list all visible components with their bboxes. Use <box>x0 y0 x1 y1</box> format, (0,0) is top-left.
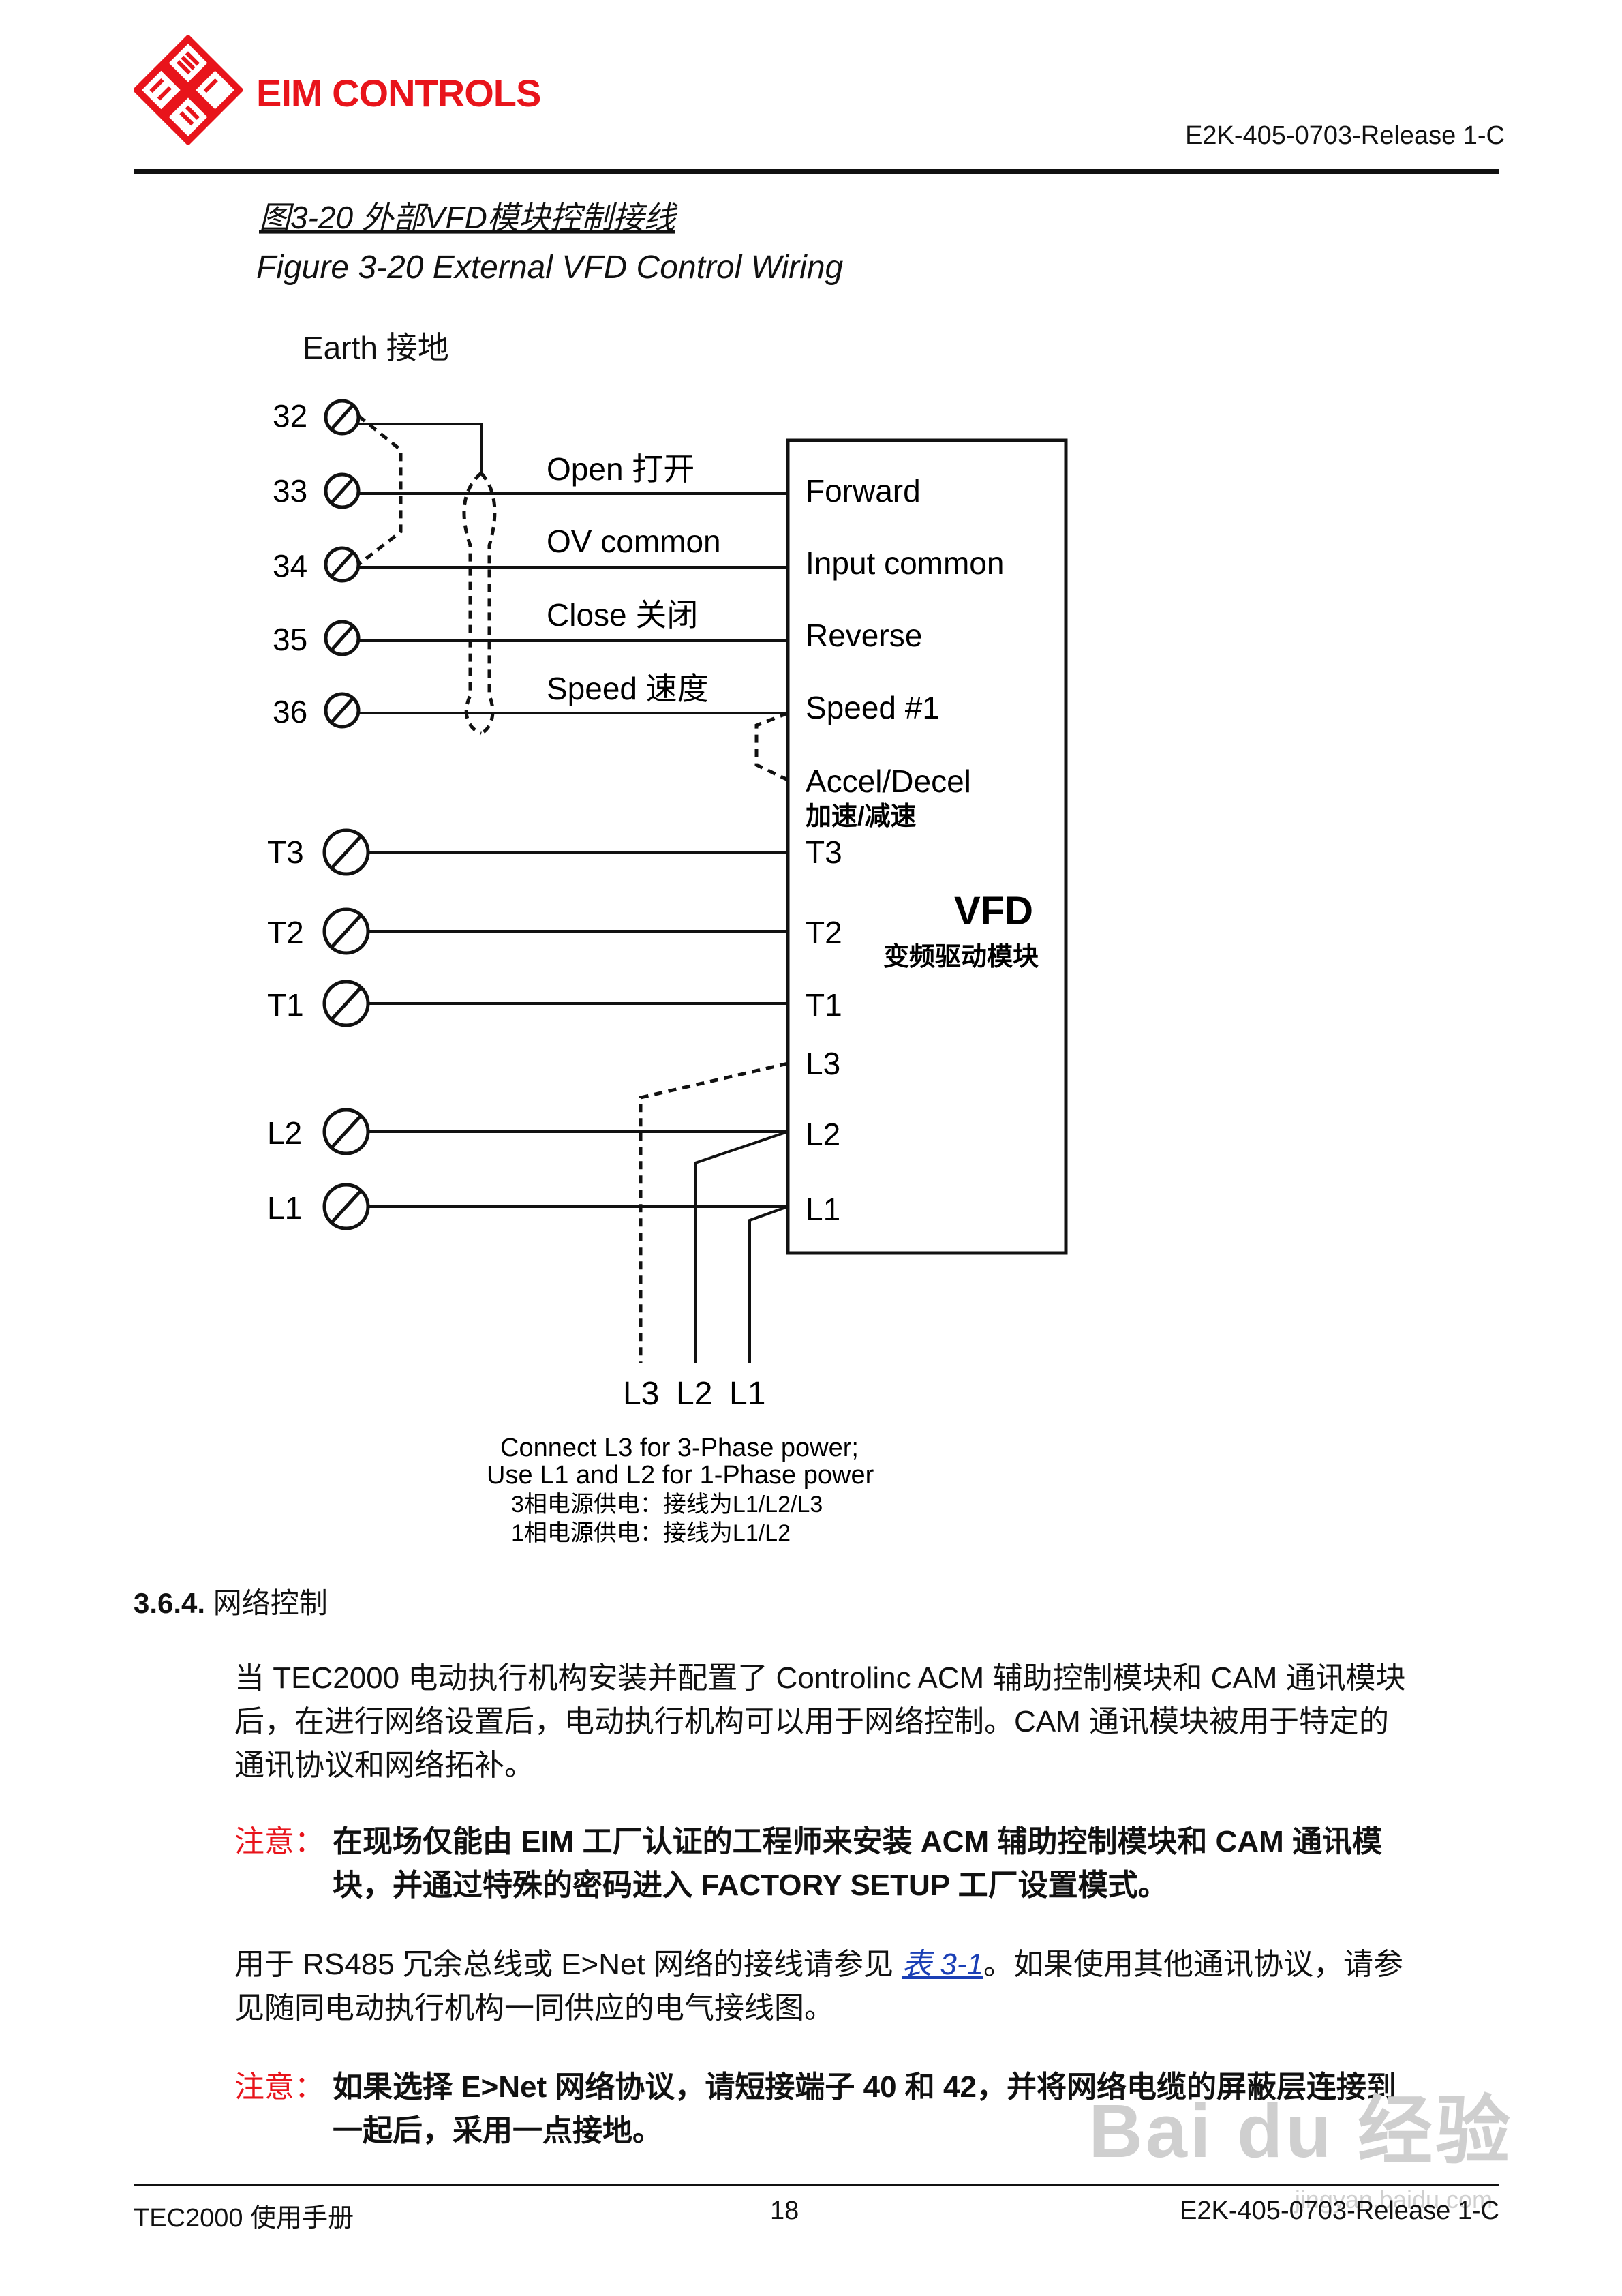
terminal-label: T1 <box>267 987 304 1023</box>
paragraph-rs485: 用于 RS485 冗余总线或 E>Net 网络的接线请参见 表 3-1。如果使用… <box>234 1943 1502 2030</box>
vfd-terminal-label: T2 <box>806 915 842 950</box>
paragraph-line: 当 TEC2000 电动执行机构安装并配置了 Controlinc ACM 辅助… <box>234 1661 1406 1695</box>
power-note-line: 1相电源供电：接线为L1/L2 <box>511 1520 791 1546</box>
vfd-input-accel-cn: 加速/减速 <box>806 802 917 831</box>
baidu-watermark-url: jingyan.baidu.com <box>1294 2186 1493 2214</box>
vfd-input-accel: Accel/Decel <box>806 764 971 799</box>
baidu-watermark: Bai du 经验 <box>1088 2089 1513 2173</box>
vfd-terminal-label: T1 <box>806 987 842 1023</box>
power-label-l1: L1 <box>729 1376 765 1412</box>
control-wires <box>358 423 789 1363</box>
brand-name: EIM CONTROLS <box>256 72 541 115</box>
terminal-label: L2 <box>267 1115 302 1151</box>
vfd-title: VFD <box>954 889 1033 933</box>
note-line: 在现场仅能由 EIM 工厂认证的工程师来安装 ACM 辅助控制模块和 CAM 通… <box>333 1825 1382 1858</box>
note-label: 注意： <box>234 2070 324 2104</box>
note-line: 如果选择 E>Net 网络协议，请短接端子 40 和 42，并将网络电缆的屏蔽层… <box>333 2070 1396 2104</box>
terminal-label: T3 <box>267 834 304 870</box>
vfd-subtitle: 变频驱动模块 <box>883 943 1039 971</box>
vfd-terminal-label: T3 <box>806 834 842 870</box>
paragraph-text: 用于 RS485 冗余总线或 E>Net 网络的接线请参见 <box>234 1948 902 1981</box>
terminal-label: 34 <box>273 548 307 584</box>
power-note-line: Use L1 and L2 for 1-Phase power <box>487 1461 874 1490</box>
note-line: 一起后，采用一点接地。 <box>333 2114 662 2147</box>
wire-label-speed: Speed 速度 <box>547 671 709 706</box>
paragraph-line: 通讯协议和网络拓补。 <box>234 1749 534 1782</box>
wire-label-ov-common: OV common <box>547 524 721 559</box>
paragraph-line: 后，在进行网络设置后，电动执行机构可以用于网络控制。CAM 通讯模块被用于特定的 <box>234 1705 1389 1738</box>
vfd-wiring-diagram: 图3-20 外部VFD模块控制接线 Figure 3-20 External V… <box>256 200 1068 1546</box>
terminal-label: L1 <box>267 1190 302 1226</box>
terminal-label: 32 <box>273 398 307 434</box>
vfd-terminal-label: L1 <box>806 1192 840 1227</box>
power-label-l3: L3 <box>623 1376 659 1412</box>
vfd-module-box <box>786 438 1068 1255</box>
paragraph-network-control: 当 TEC2000 电动执行机构安装并配置了 Controlinc ACM 辅助… <box>234 1657 1502 1787</box>
header-divider <box>134 169 1499 174</box>
paragraph-line: 见随同电动执行机构一同供应的电气接线图。 <box>234 1991 834 2025</box>
terminal-label: T2 <box>267 915 304 950</box>
footer-divider <box>134 2184 1499 2186</box>
footer-document-id: E2K-405-0703-Release 1-C <box>1180 2196 1499 2225</box>
section-number: 3.6.4. <box>134 1587 206 1619</box>
vfd-terminal-label: L2 <box>806 1117 840 1152</box>
footer-manual-title: TEC2000 使用手册 <box>134 2204 354 2233</box>
figure-title-cn: 图3-20 外部VFD模块控制接线 <box>259 200 678 235</box>
vfd-terminal-label: L3 <box>806 1046 840 1081</box>
note-install: 注意： 在现场仅能由 EIM 工厂认证的工程师来安装 ACM 辅助控制模块和 C… <box>234 1820 1502 1902</box>
screw-terminal-icon <box>322 399 370 1230</box>
page-number: 18 <box>770 2196 799 2225</box>
vfd-input-reverse: Reverse <box>806 618 922 653</box>
terminal-label: 33 <box>273 473 307 509</box>
eim-logo-icon <box>134 35 243 145</box>
section-title: 网络控制 <box>213 1587 328 1619</box>
table-3-1-link[interactable]: 表 3-1 <box>902 1948 983 1981</box>
dashed-wires <box>357 414 789 1363</box>
power-note-line: Connect L3 for 3-Phase power; <box>500 1434 859 1462</box>
power-label-l2: L2 <box>676 1376 712 1412</box>
note-enet: 注意： 如果选择 E>Net 网络协议，请短接端子 40 和 42，并将网络电缆… <box>234 2066 1502 2147</box>
note-line: 块，并通过特殊的密码进入 FACTORY SETUP 工厂设置模式。 <box>333 1869 1168 1902</box>
wire-label-close: Close 关闭 <box>547 597 698 633</box>
terminal-label: 35 <box>273 622 307 657</box>
document-id: E2K-405-0703-Release 1-C <box>1185 121 1505 150</box>
vfd-input-forward: Forward <box>806 473 921 509</box>
wire-label-open: Open 打开 <box>547 451 694 487</box>
section-heading: 3.6.4. 网络控制 <box>134 1580 328 1622</box>
figure-title-en: Figure 3-20 External VFD Control Wiring <box>256 250 844 286</box>
vfd-input-common: Input common <box>806 545 1004 581</box>
vfd-input-speed1: Speed #1 <box>806 690 940 725</box>
paragraph-text: 。如果使用其他通讯协议，请参 <box>983 1948 1403 1981</box>
note-label: 注意： <box>234 1825 324 1858</box>
terminal-label: 36 <box>273 694 307 729</box>
power-note-line: 3相电源供电：接线为L1/L2/L3 <box>511 1492 823 1517</box>
earth-label: Earth 接地 <box>303 330 449 365</box>
